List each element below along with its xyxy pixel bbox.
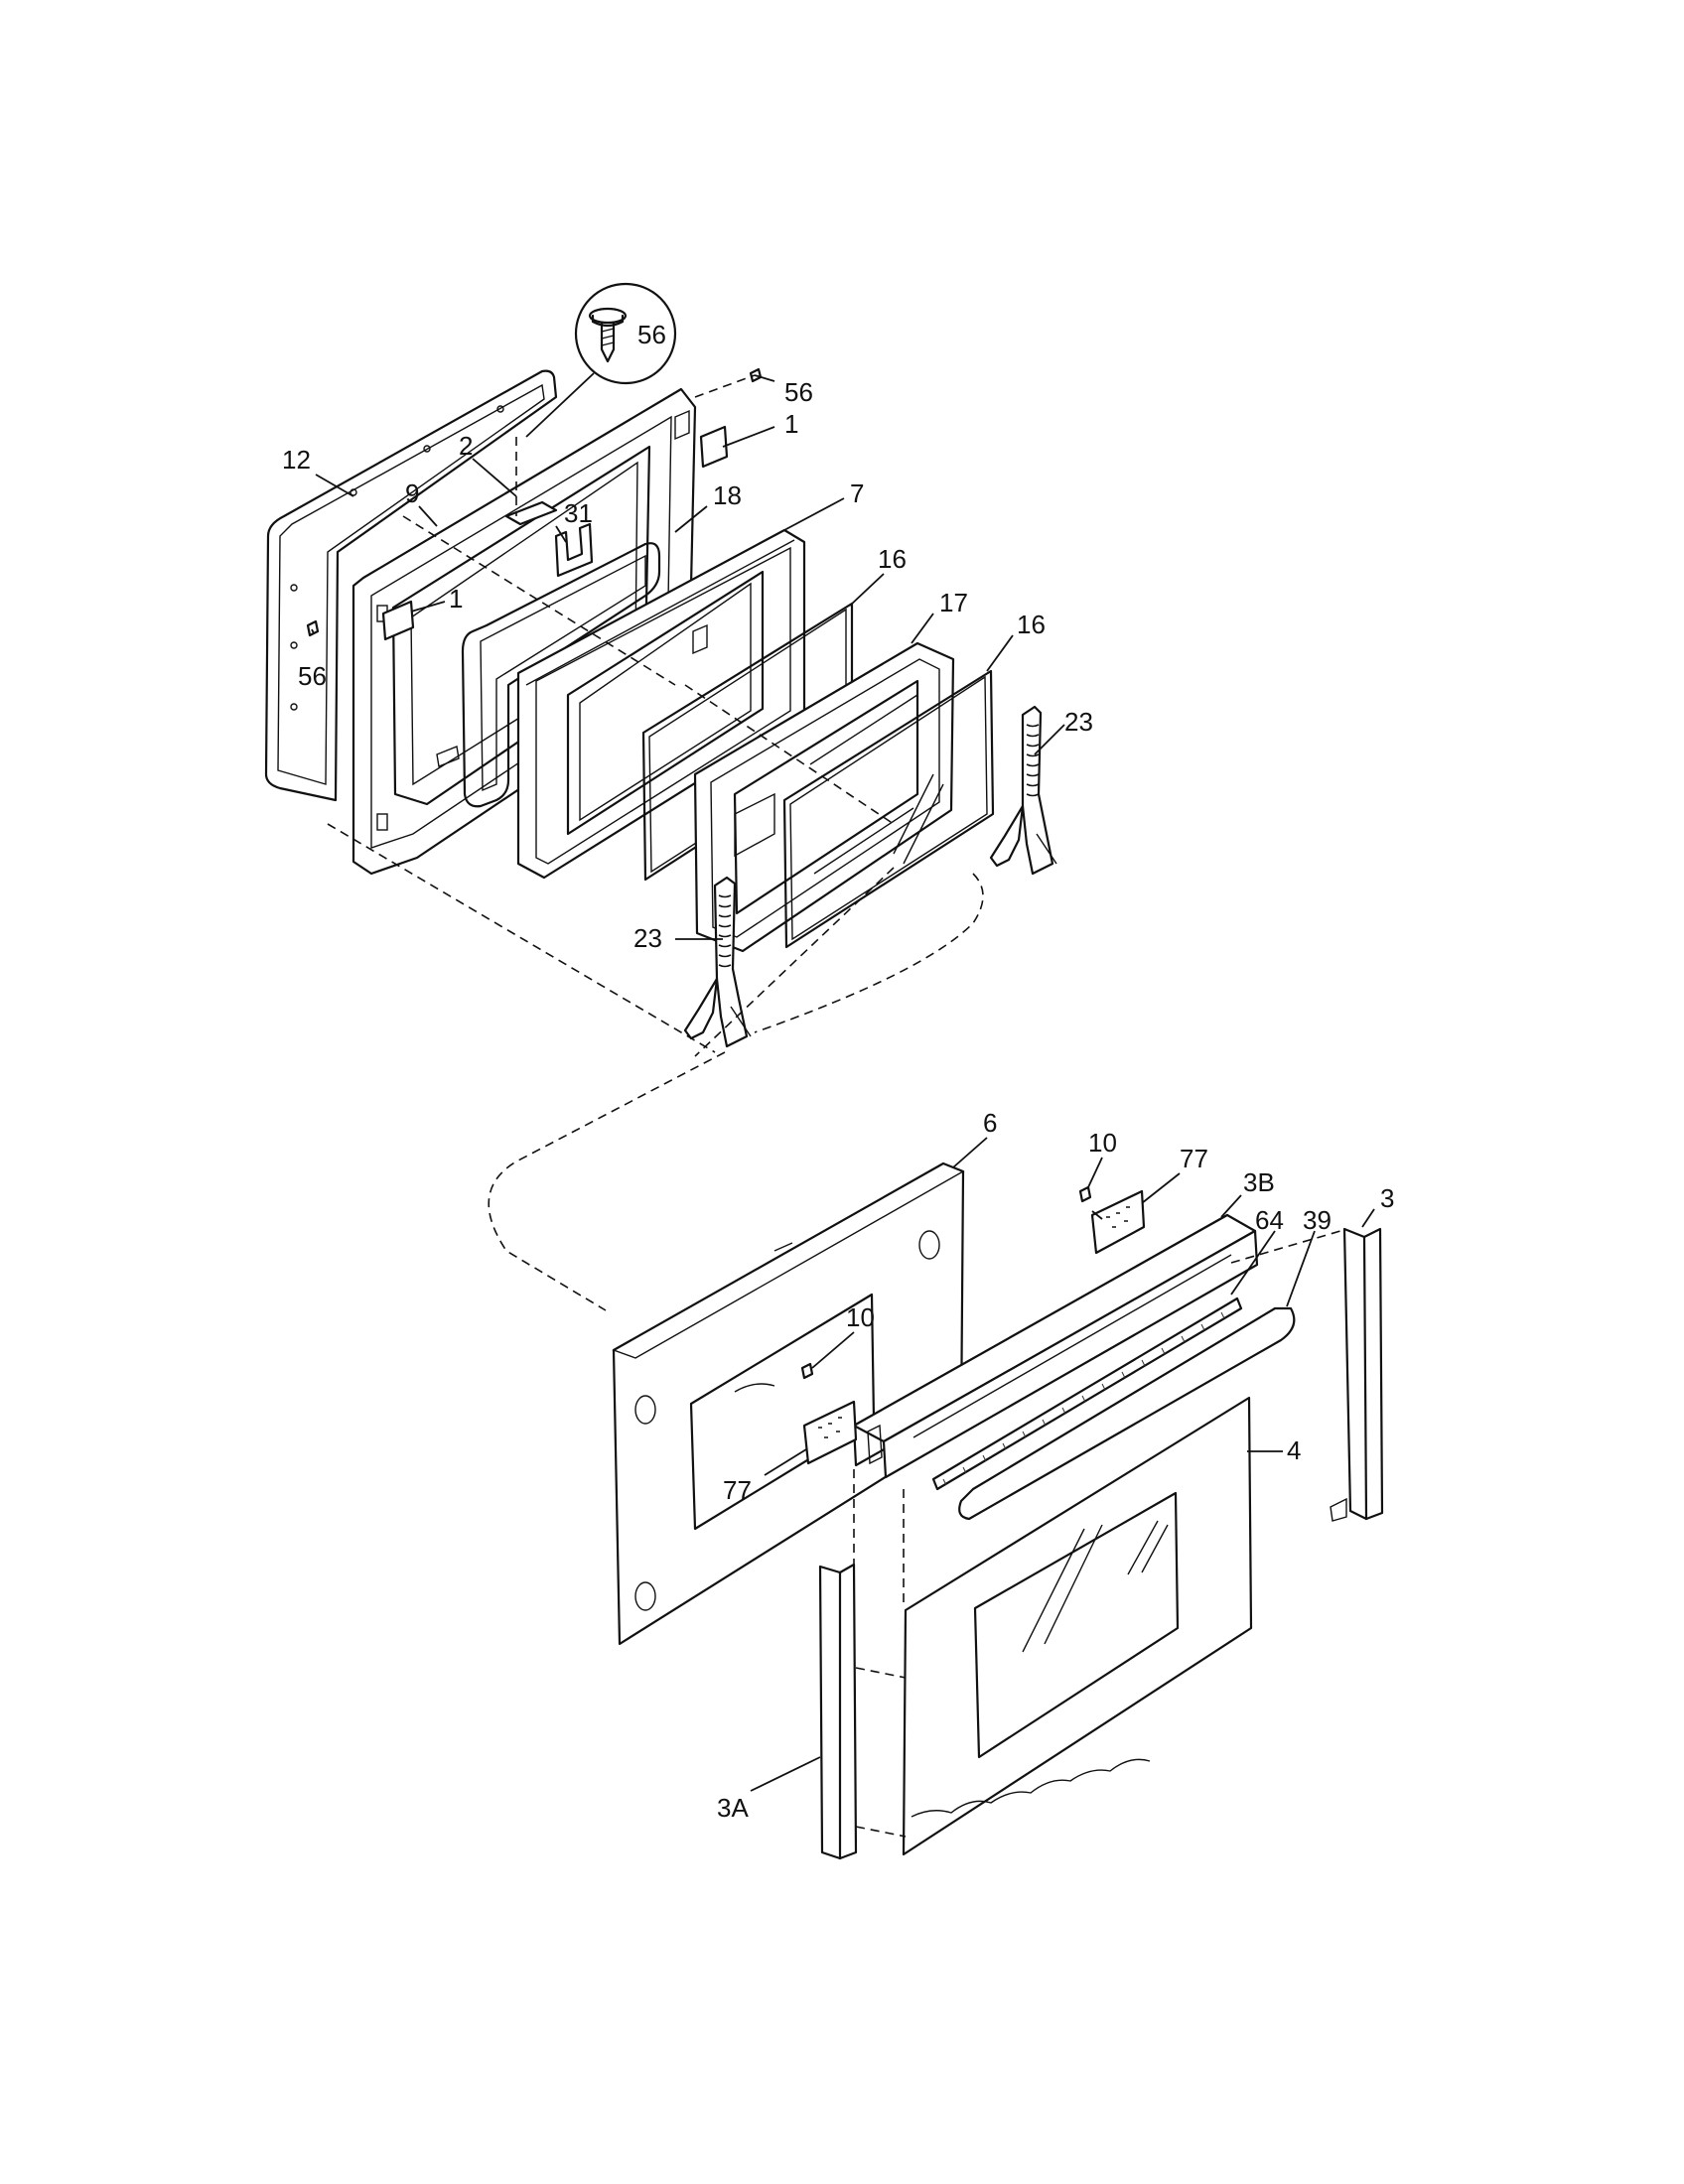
door-glass-16-outer <box>782 669 995 949</box>
callout-3A: 3A <box>717 1793 749 1823</box>
lower-alignment-lines <box>853 1230 1341 1838</box>
callout-77-top: 77 <box>1180 1144 1208 1173</box>
callout-77-mid: 77 <box>723 1475 752 1505</box>
mount-bracket-1-top <box>699 425 729 469</box>
callout-1-left: 1 <box>449 584 463 614</box>
upper-alignment-lines <box>327 515 984 1057</box>
oven-door-baffle-18 <box>461 542 661 808</box>
callout-3B: 3B <box>1243 1167 1275 1197</box>
callout-23-right: 23 <box>1064 707 1093 737</box>
screw-detail-callout: 56 <box>525 282 677 438</box>
callout-6: 6 <box>983 1108 997 1138</box>
door-gasket-12 <box>264 369 558 802</box>
handle-trim-64 <box>931 1297 1243 1491</box>
side-trim-3A <box>818 1563 858 1860</box>
callout-31: 31 <box>564 498 593 528</box>
handle-mount-3B <box>852 1213 1259 1479</box>
callout-39: 39 <box>1303 1205 1332 1235</box>
callout-9: 9 <box>405 478 419 508</box>
door-hinge-23-left <box>683 876 752 1048</box>
callout-7: 7 <box>850 478 864 508</box>
hinge-bracket-77-top <box>1090 1189 1146 1255</box>
mount-bracket-1-left <box>381 600 415 641</box>
callout-leaders <box>311 374 1375 1792</box>
callout-4: 4 <box>1287 1435 1301 1465</box>
door-hinge-23-right <box>989 705 1057 876</box>
callout-17: 17 <box>939 588 968 617</box>
callout-64: 64 <box>1255 1205 1284 1235</box>
callout-labels: 56 1 12 2 9 31 18 7 1 16 17 16 56 23 23 … <box>282 377 1394 1823</box>
detail-callout-label: 56 <box>637 320 666 349</box>
screw-10-mid <box>800 1362 814 1380</box>
callout-10-top: 10 <box>1088 1128 1117 1158</box>
latch-bracket-2 <box>504 437 558 526</box>
glass-frame-17 <box>693 641 955 953</box>
callout-16-a: 16 <box>878 544 907 574</box>
callout-3: 3 <box>1380 1183 1394 1213</box>
callout-10-mid: 10 <box>846 1302 875 1332</box>
callout-16-b: 16 <box>1017 610 1046 639</box>
hinge-bracket-77-mid <box>802 1400 858 1465</box>
side-trim-3 <box>1330 1227 1384 1522</box>
callout-1-top: 1 <box>784 409 798 439</box>
latch-clip-31 <box>554 522 594 578</box>
callout-56-left: 56 <box>298 661 327 691</box>
connector-dashed-curve <box>488 1051 726 1311</box>
outer-door-glass-4 <box>902 1396 1253 1856</box>
door-handle-39 <box>958 1306 1296 1521</box>
callout-56-top: 56 <box>784 377 813 407</box>
callout-18: 18 <box>713 480 742 510</box>
callout-2: 2 <box>459 431 473 461</box>
callout-23-left: 23 <box>633 923 662 953</box>
callout-12: 12 <box>282 445 311 475</box>
screw-56-top <box>694 367 763 398</box>
screw-10-top <box>1078 1185 1103 1220</box>
screw-56-left <box>306 619 320 637</box>
